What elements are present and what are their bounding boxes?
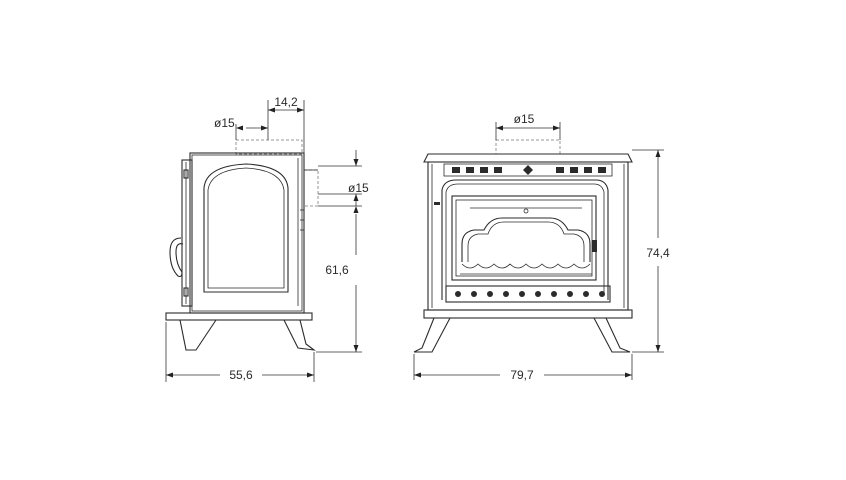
front-flue-label: ø15 <box>514 112 535 126</box>
side-height-label: 61,6 <box>325 263 349 277</box>
front-ash-band <box>445 285 611 303</box>
side-view: 55,6 61,6 ø15 ø15 <box>165 95 369 382</box>
front-door <box>434 179 609 300</box>
side-rear-flue-collar <box>303 169 319 207</box>
side-flue-offset-label: 14,2 <box>274 95 298 109</box>
front-flue-dimension <box>495 122 561 140</box>
side-body <box>181 152 305 314</box>
front-flue-collar <box>495 139 561 155</box>
side-top-flue-dimension <box>235 124 269 140</box>
side-flue-offset-dimension <box>267 100 305 153</box>
side-height-dimension <box>316 205 362 353</box>
front-ornament-band <box>443 163 613 177</box>
front-height-label: 74,4 <box>646 246 670 260</box>
side-width-dimension <box>165 322 315 382</box>
front-width-label: 79,7 <box>510 368 534 382</box>
side-rear-flue-label: ø15 <box>348 181 369 195</box>
side-rear-leg <box>283 319 316 351</box>
front-top-plate <box>423 153 633 163</box>
side-top-flue-collar <box>235 139 303 155</box>
side-width-label: 55,6 <box>229 368 253 382</box>
front-view: 79,7 74,4 ø15 <box>413 112 670 382</box>
front-width-dimension <box>413 354 633 380</box>
side-base <box>165 312 313 321</box>
front-left-leg <box>413 317 451 353</box>
side-top-flue-label: ø15 <box>214 116 235 130</box>
front-base <box>423 309 633 319</box>
front-height-dimension <box>632 149 664 353</box>
side-rear-flue-dimension <box>318 150 362 213</box>
side-front-leg <box>179 319 217 351</box>
front-right-leg <box>593 317 631 353</box>
side-door-handle <box>169 237 184 278</box>
